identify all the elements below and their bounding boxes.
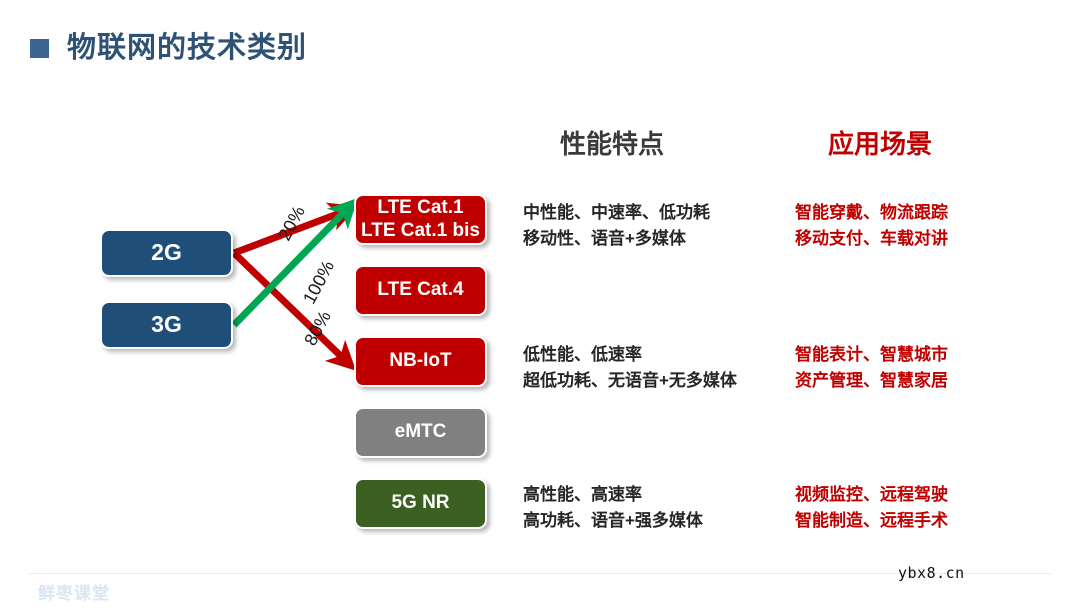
arrow-label-80-percent: 80%	[300, 307, 335, 349]
arrow-label-20-percent: 20%	[274, 202, 309, 244]
performance-line2-5gnr: 高功耗、语音+强多媒体	[523, 511, 703, 531]
node-5gnr-label: 5G NR	[391, 492, 450, 514]
application-line2-lte-cat1: 移动支付、车载对讲	[795, 229, 948, 249]
node-3g-label: 3G	[151, 311, 182, 338]
node-nbiot[interactable]: NB-IoT	[354, 336, 487, 387]
application-text-nbiot: 智能表计、智慧城市 资产管理、智慧家居	[795, 342, 948, 395]
node-nbiot-label: NB-IoT	[389, 350, 452, 372]
column-header-performance: 性能特点	[560, 129, 665, 159]
arrow-label-100-percent: 100%	[298, 257, 339, 308]
performance-line1-nbiot: 低性能、低速率	[523, 345, 642, 364]
performance-text-5gnr: 高性能、高速率 高功耗、语音+强多媒体	[523, 482, 703, 535]
performance-text-nbiot: 低性能、低速率 超低功耗、无语音+无多媒体	[523, 342, 737, 395]
node-lte-cat1[interactable]: LTE Cat.1 LTE Cat.1 bis	[354, 194, 487, 245]
title-bullet-icon	[30, 39, 49, 58]
performance-line1-5gnr: 高性能、高速率	[523, 485, 642, 504]
performance-line1-lte-cat1: 中性能、中速率、低功耗	[523, 203, 710, 222]
column-header-application: 应用场景	[828, 129, 933, 159]
node-emtc[interactable]: eMTC	[354, 407, 487, 458]
application-line1-5gnr: 视频监控、远程驾驶	[795, 485, 948, 504]
watermark: ybx8.cn	[898, 564, 965, 582]
performance-line2-nbiot: 超低功耗、无语音+无多媒体	[523, 371, 737, 391]
application-line1-nbiot: 智能表计、智慧城市	[795, 345, 948, 364]
application-text-lte-cat1: 智能穿戴、物流跟踪 移动支付、车载对讲	[795, 200, 948, 253]
application-line2-nbiot: 资产管理、智慧家居	[795, 371, 948, 391]
node-lte-cat4-label: LTE Cat.4	[377, 279, 464, 301]
page-title: 物联网的技术类别	[30, 34, 307, 63]
node-2g[interactable]: 2G	[100, 229, 233, 277]
performance-line2-lte-cat1: 移动性、语音+多媒体	[523, 229, 686, 249]
node-lte-cat4[interactable]: LTE Cat.4	[354, 265, 487, 316]
performance-text-lte-cat1: 中性能、中速率、低功耗 移动性、语音+多媒体	[523, 200, 710, 253]
application-line1-lte-cat1: 智能穿戴、物流跟踪	[795, 203, 948, 222]
node-lte-cat1-label-line1: LTE Cat.1	[377, 197, 464, 219]
footer-brand: 鲜枣课堂	[38, 584, 110, 603]
node-5gnr[interactable]: 5G NR	[354, 478, 487, 529]
node-3g[interactable]: 3G	[100, 301, 233, 349]
application-text-5gnr: 视频监控、远程驾驶 智能制造、远程手术	[795, 482, 948, 535]
title-text: 物联网的技术类别	[67, 32, 308, 64]
node-emtc-label: eMTC	[394, 421, 447, 443]
application-line2-5gnr: 智能制造、远程手术	[795, 511, 948, 531]
node-2g-label: 2G	[151, 239, 182, 266]
node-lte-cat1-label-line2: LTE Cat.1 bis	[361, 219, 480, 241]
footer-divider	[28, 573, 1052, 574]
